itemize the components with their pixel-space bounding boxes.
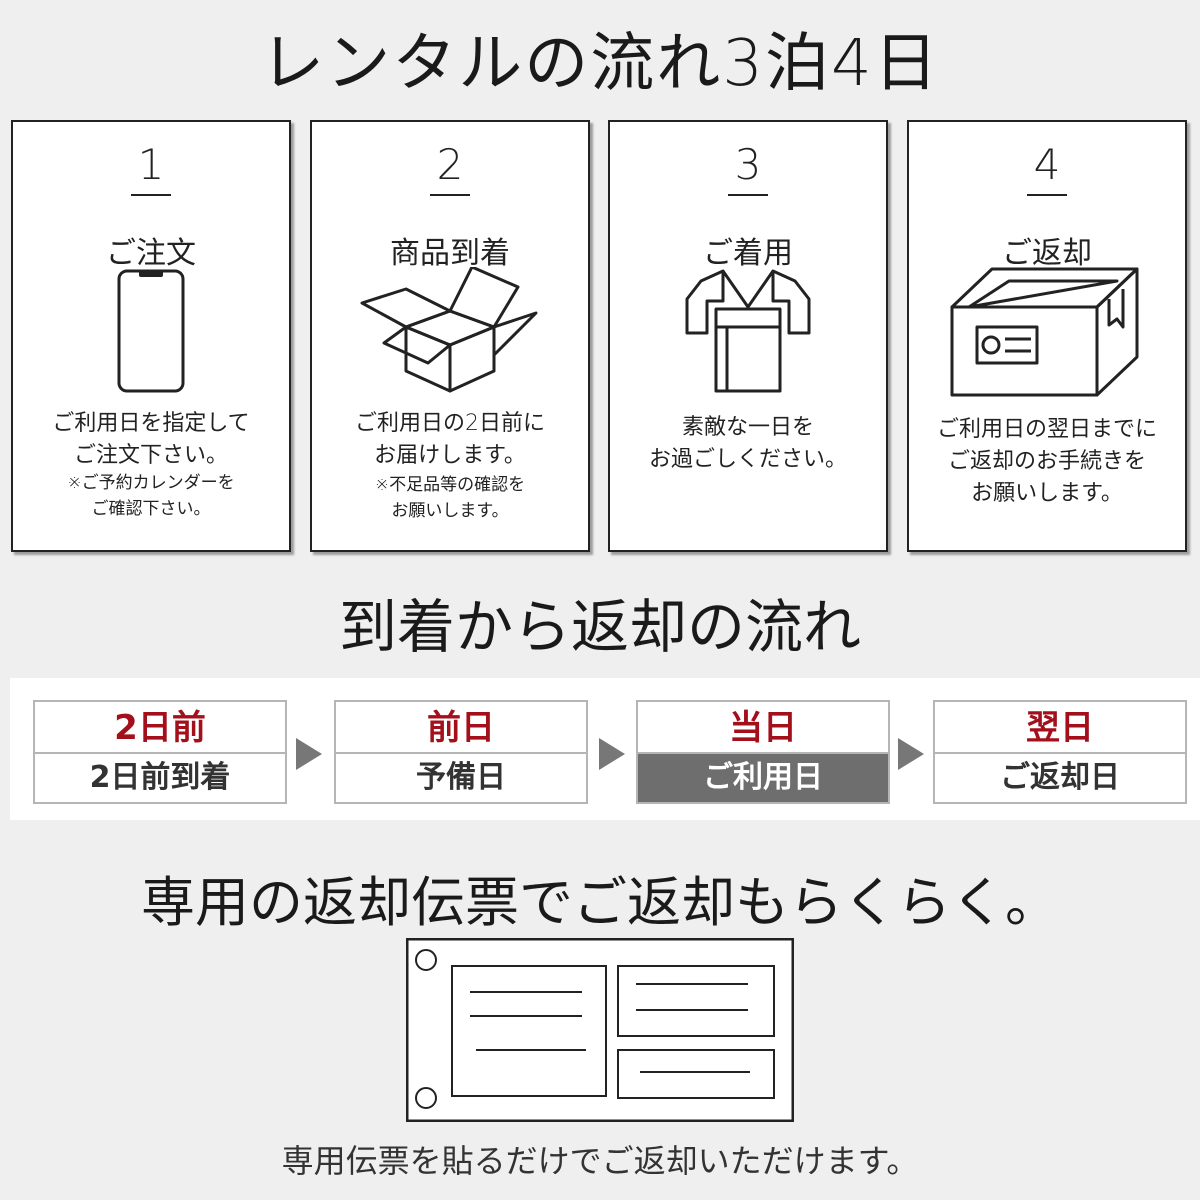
step-card-wear: 3 ご着用 素敵な一日を お過ごしください。 [608,120,888,552]
page-title: レンタルの流れ3泊4日 [260,27,940,101]
step-number-underline [1027,194,1067,196]
flow-step-label: ご利用日 [638,754,888,802]
step-description: ご利用日を指定して ご注文下さい。 [52,411,250,468]
arrow-right-icon [599,738,625,770]
flow-step-label: 2日前到着 [89,760,231,795]
step-card-arrival: 2 商品到着 ご利用日の2日前に お届けします。 ※不足品等の確認を お願いしま… [310,120,590,552]
step-number: 4 [1033,140,1061,189]
step-note: ※不足品等の確認を お願いします。 [374,475,526,521]
flow-step-day: 当日 [638,702,888,754]
flow-section-title: 到着から返却の流れ [338,593,861,661]
flow-step-usage-day: 当日 ご利用日 [636,700,890,804]
step-card-order: 1 ご注文 ご利用日を指定して ご注文下さい。 ※ご予約カレンダーを ご確認下さ… [11,120,291,552]
step-number-underline [728,194,768,196]
step-title: ご注文 [106,236,196,271]
step-title: ご返却 [1002,236,1092,271]
step-description: ご利用日の2日前に お届けします。 [355,411,545,468]
step-title: 商品到着 [390,236,510,271]
step-card-return: 4 ご返却 ご利用日の翌日までに ご返却のお手続きを お願いします。 [907,120,1187,552]
step-number: 1 [137,140,165,189]
flow-step-day: 前日 [336,702,586,754]
step-number-underline [430,194,470,196]
step-number-underline [131,194,171,196]
arrow-right-icon [898,738,924,770]
step-description: ご利用日の翌日までに ご返却のお手続きを お願いします。 [936,417,1157,506]
slip-section-title: 専用の返却伝票でご返却もらくらく。 [141,871,1059,934]
arrow-right-icon [296,738,322,770]
smartphone-icon [13,267,289,397]
kimono-icon [610,267,886,397]
open-box-icon [312,267,588,397]
return-slip-icon [405,937,795,1123]
flow-step-label: ご返却日 [1000,760,1120,795]
flow-step-label: 予備日 [416,760,506,795]
step-description: 素敵な一日を お過ごしください。 [648,415,847,472]
shipping-box-icon [909,267,1185,397]
step-number: 2 [436,140,464,189]
flow-step-next-day: 翌日 ご返却日 [933,700,1187,804]
step-note: ※ご予約カレンダーを ご確認下さい。 [67,473,235,519]
step-title: ご着用 [703,236,793,271]
step-number: 3 [734,140,762,189]
flow-step-day: 2日前 [35,702,285,754]
flow-step-day: 翌日 [935,702,1185,754]
flow-step-two-days-before: 2日前 2日前到着 [33,700,287,804]
flow-step-day-before: 前日 予備日 [334,700,588,804]
slip-caption: 専用伝票を貼るだけでご返却いただけます。 [281,1142,919,1180]
